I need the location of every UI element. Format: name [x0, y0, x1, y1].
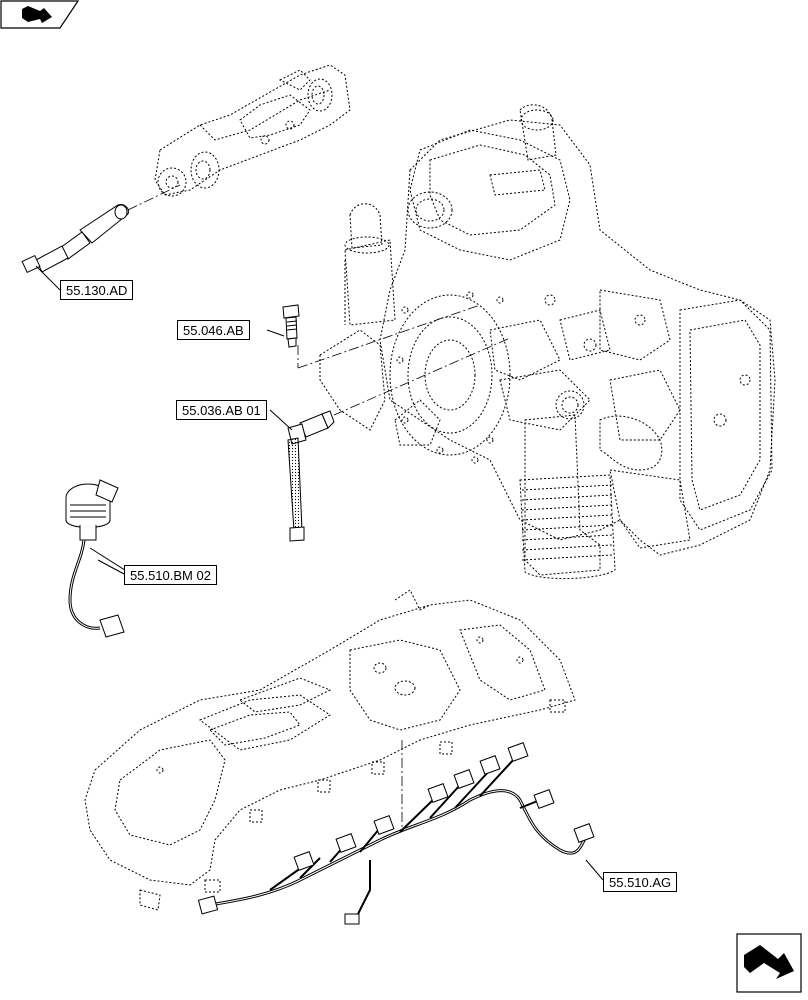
callout-55-130-ad[interactable]: 55.130.AD: [60, 280, 134, 300]
transmission-housing: [319, 104, 776, 579]
callout-55-046-ab[interactable]: 55.046.AB: [177, 320, 250, 340]
harness-55-510-ag: [197, 742, 595, 925]
valve-block: [154, 64, 351, 197]
next-page-arrow-shape: [736, 933, 802, 993]
callout-55-510-ag[interactable]: 55.510.AG: [603, 872, 678, 892]
callout-55-510-bm-02[interactable]: 55.510.BM 02: [124, 565, 217, 585]
sensor-55-036-ab: [287, 410, 335, 542]
control-console: [84, 589, 576, 911]
next-page-arrow-icon[interactable]: [736, 933, 802, 993]
assembly-lines: [127, 184, 511, 830]
sensor-55-130-ad: [21, 204, 129, 274]
harness-55-510-bm: [65, 479, 129, 638]
leader-lines: [35, 265, 604, 881]
forward-arrow-icon[interactable]: [0, 0, 80, 30]
plug-55-046-ab: [282, 304, 300, 348]
forward-arrow-tab-shape: [0, 0, 80, 29]
callout-55-036-ab-01[interactable]: 55.036.AB 01: [176, 400, 267, 420]
